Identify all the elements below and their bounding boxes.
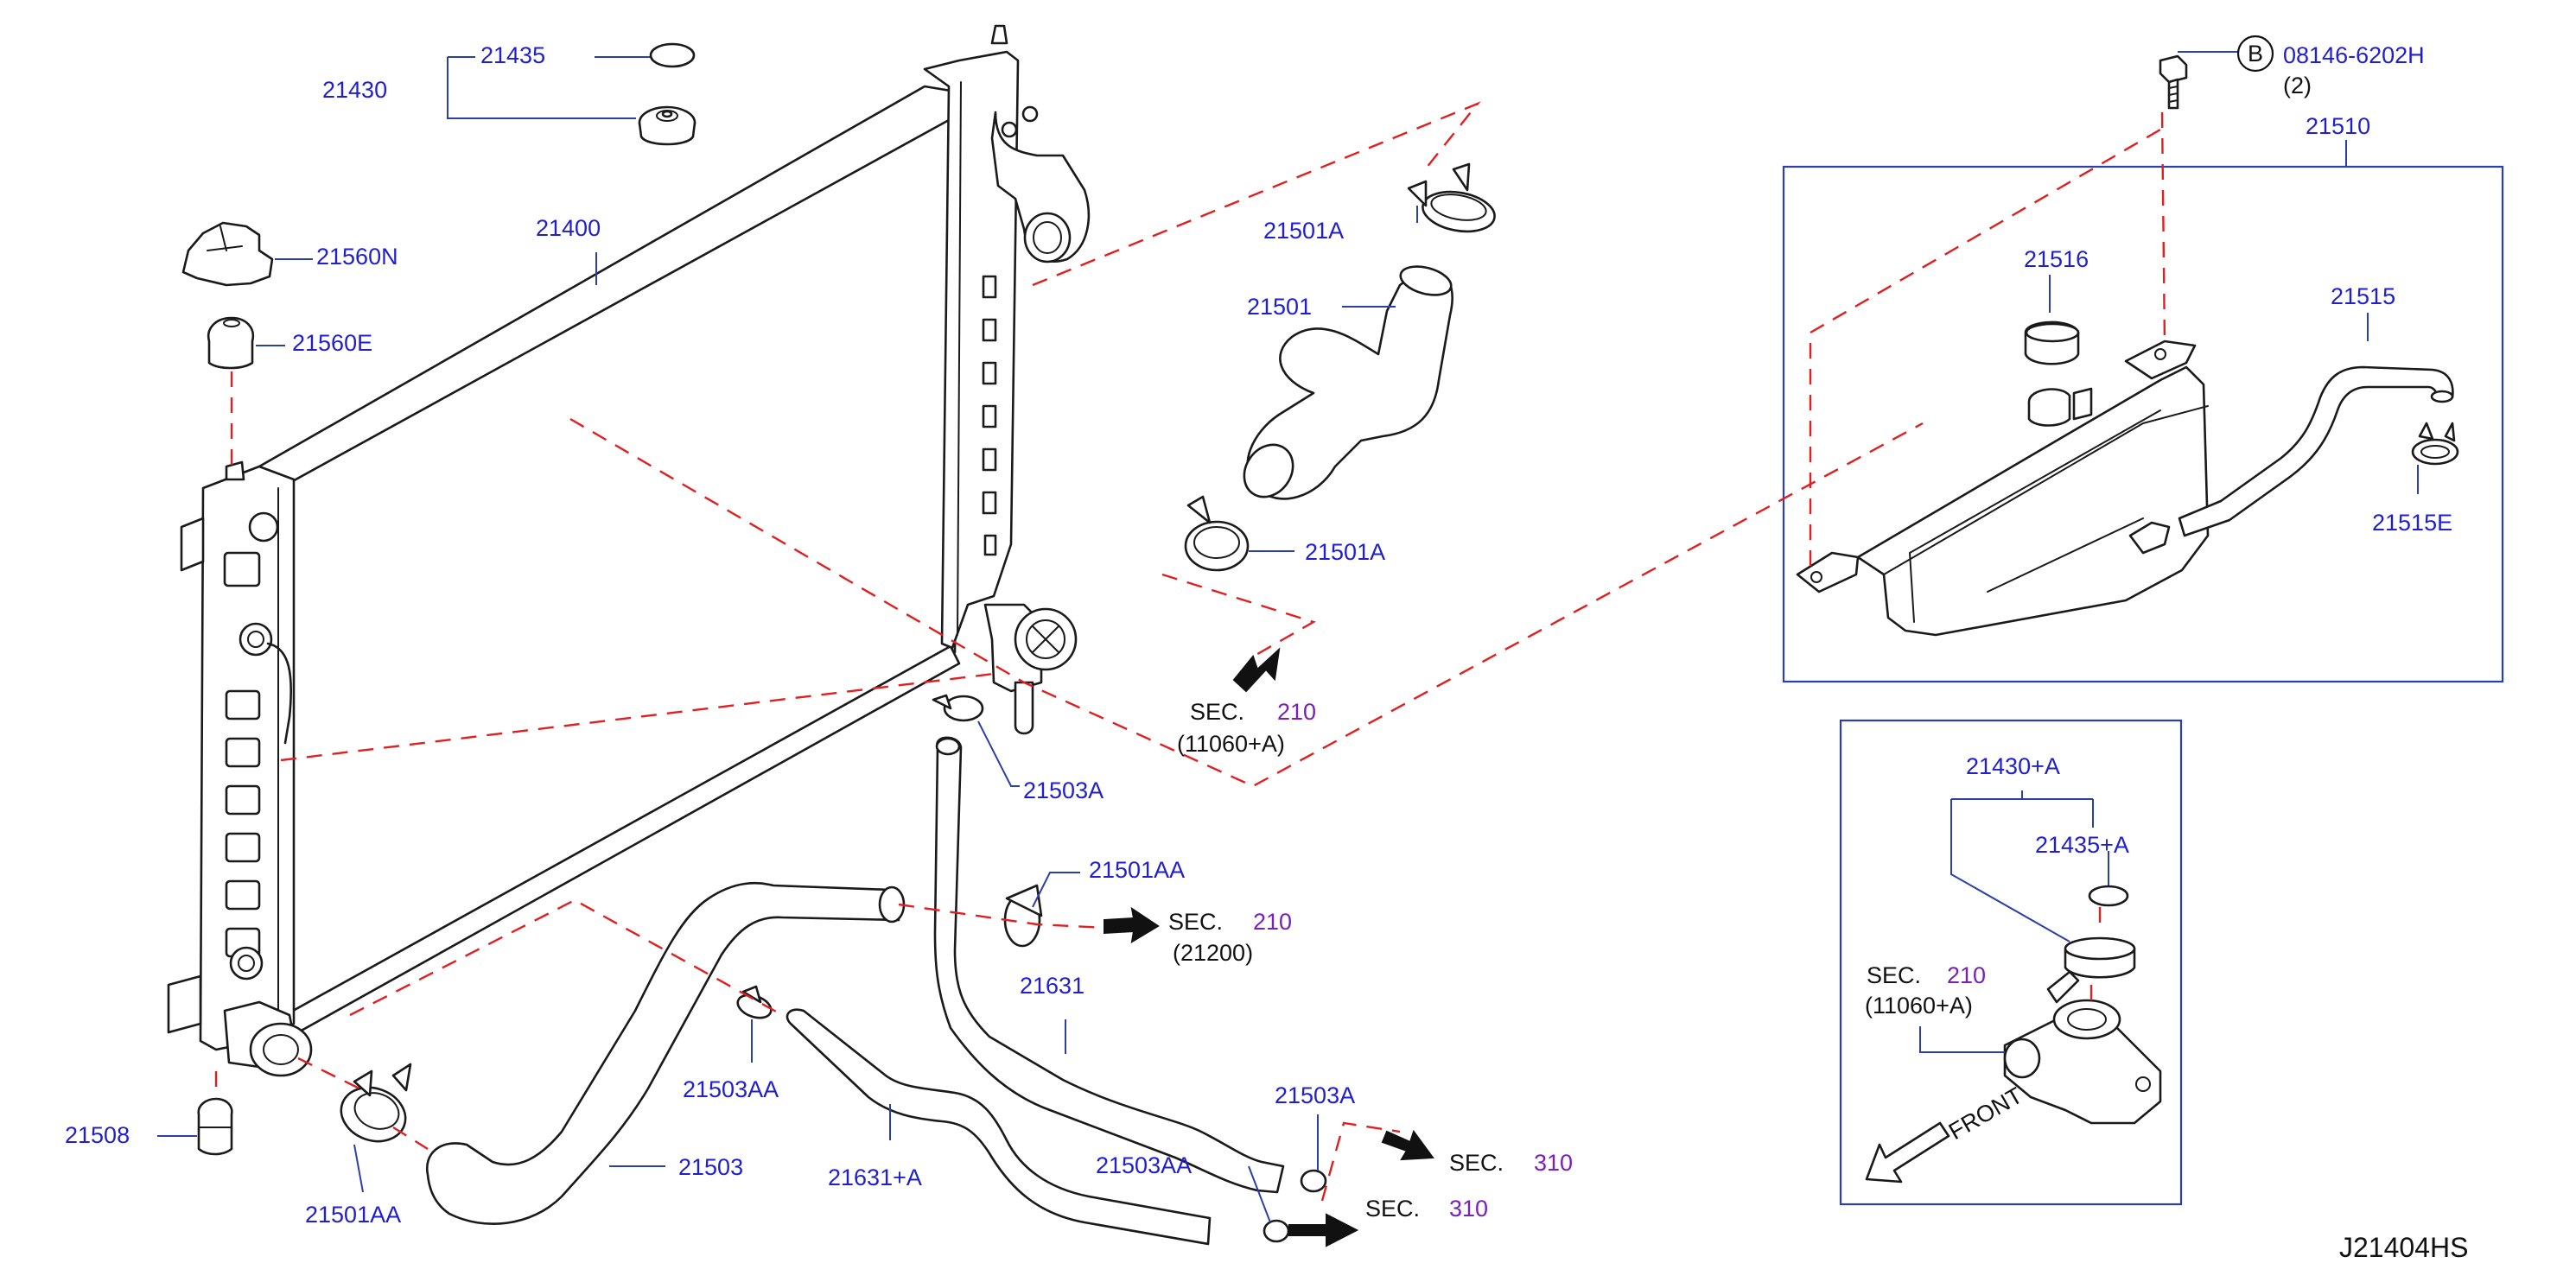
hose-clamp-21503AA-mid[interactable] [735, 985, 774, 1022]
hose-clamp-21503AA-low[interactable] [1263, 1219, 1290, 1243]
inset-cap-21430pA[interactable] [2064, 936, 2136, 979]
label-21400: 21400 [536, 215, 601, 241]
sec2-ref: (21200) [1173, 940, 1253, 966]
reservoir-box [1782, 165, 2504, 683]
label-21501A-top: 21501A [1263, 218, 1344, 244]
sec3-prefix: SEC. [1449, 1150, 1504, 1176]
label-21503AA-low: 21503AA [1096, 1152, 1192, 1178]
hose-21631[interactable] [933, 736, 1285, 1194]
sec-arrow-4 [1288, 1213, 1359, 1247]
lower-hose-21503[interactable] [425, 881, 906, 1225]
inset-filler-neck[interactable] [2003, 970, 2162, 1125]
inset-box [1839, 719, 2183, 1206]
upper-hose-21501[interactable] [1234, 262, 1454, 506]
diagram-code: J21404HS [2339, 1232, 2468, 1263]
reservoir-tank-21510[interactable] [1796, 340, 2210, 637]
reservoir-cap-21516[interactable] [2024, 320, 2080, 365]
label-21503: 21503 [678, 1154, 743, 1180]
reservoir-clamp-21515E[interactable] [2411, 422, 2459, 466]
label-21631pA: 21631+A [828, 1165, 922, 1190]
label-21435pA: 21435+A [2035, 832, 2129, 858]
hose-clamp-21503A-low[interactable] [1300, 1169, 1327, 1193]
hose-clamp-21501AA-mid[interactable] [1003, 884, 1043, 948]
label-21501: 21501 [1247, 294, 1312, 320]
hose-21631pA[interactable] [786, 1008, 1212, 1246]
label-21560N: 21560N [316, 244, 398, 270]
sec5-ref: (11060+A) [1865, 993, 1973, 1019]
label-21515E: 21515E [2372, 510, 2452, 536]
label-21560E: 21560E [292, 330, 372, 356]
radiator-core-21400[interactable] [167, 24, 1091, 1077]
reservoir-hose-21515[interactable] [2178, 365, 2454, 537]
label-21501AA-bottom: 21501AA [305, 1202, 401, 1228]
label-21430pA: 21430+A [1966, 753, 2060, 779]
sec5-prefix: SEC. [1867, 962, 1921, 988]
sec4-prefix: SEC. [1365, 1196, 1420, 1222]
front-arrow-icon [1865, 1121, 1950, 1184]
sec4-num: 310 [1449, 1196, 1488, 1222]
hose-clamp-21501AA-bottom[interactable] [334, 1063, 413, 1150]
leader-lines [157, 51, 2419, 1223]
label-21501A-bottom: 21501A [1305, 539, 1385, 565]
label-21510: 21510 [2306, 113, 2370, 139]
label-21631: 21631 [1020, 973, 1084, 999]
label-21503A-low: 21503A [1275, 1082, 1355, 1108]
bolt-badge [2236, 35, 2274, 73]
sec-arrow-2 [1104, 906, 1160, 943]
label-21503AA-mid: 21503AA [683, 1076, 779, 1102]
label-21503A: 21503A [1023, 777, 1104, 803]
sec-arrow-3 [1381, 1129, 1434, 1161]
sec1-prefix: SEC. [1190, 699, 1244, 725]
sec2-prefix: SEC. [1168, 909, 1223, 935]
bolt-08146-6202H[interactable] [2159, 54, 2188, 110]
sec1-ref: (11060+A) [1177, 731, 1285, 757]
sec-arrow-1 [1232, 647, 1281, 693]
sec3-num: 310 [1534, 1150, 1573, 1176]
cap-seal-21435[interactable] [649, 42, 696, 68]
sec2-num: 210 [1253, 909, 1292, 935]
label-21501AA-mid: 21501AA [1089, 857, 1185, 883]
front-label: FRONT [1944, 1082, 2027, 1145]
label-21430: 21430 [322, 77, 387, 103]
hose-clamp-21501A-bottom[interactable] [1184, 495, 1250, 572]
inset-seal-21435pA[interactable] [2088, 885, 2129, 907]
mount-bushing-21560E[interactable] [207, 316, 255, 370]
guide-lines [214, 101, 2166, 1202]
label-21516: 21516 [2024, 246, 2089, 272]
label-21508: 21508 [65, 1122, 130, 1148]
lower-mount-21508[interactable] [197, 1097, 233, 1156]
label-21515: 21515 [2331, 283, 2395, 309]
label-bolt-qty: (2) [2283, 73, 2312, 98]
bolt-badge-letter: B [2248, 41, 2263, 67]
radiator-cap-21430[interactable] [638, 105, 696, 146]
hose-clamp-21501A-top[interactable] [1407, 162, 1498, 237]
label-bolt-part: 08146-6202H [2283, 42, 2425, 68]
hose-clamp-21503A[interactable] [932, 694, 984, 722]
label-21435: 21435 [480, 42, 545, 68]
upper-mount-21560N[interactable] [181, 221, 274, 287]
sec5-num: 210 [1947, 962, 1986, 988]
sec1-num: 210 [1277, 699, 1316, 725]
